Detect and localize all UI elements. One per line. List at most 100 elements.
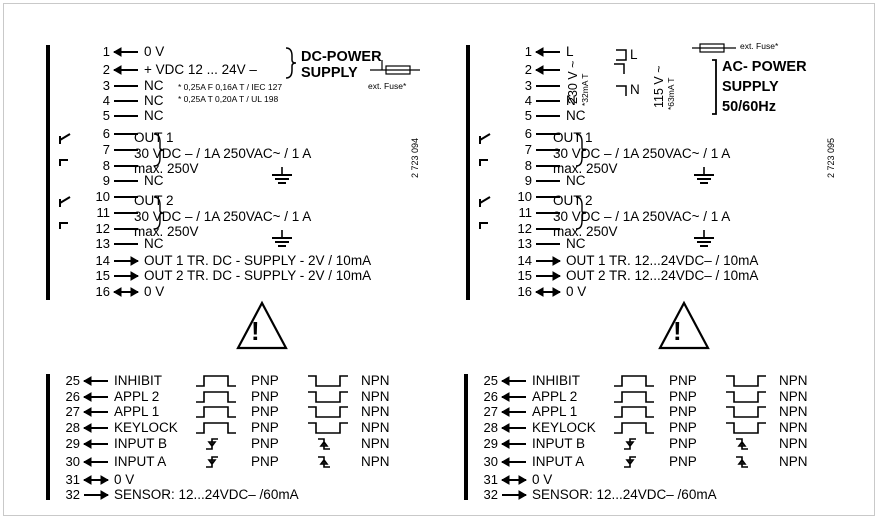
left-pin-number-2: 2 [102, 62, 110, 77]
right-pin-number-10: 10 [517, 189, 532, 204]
right-npn-label-27: NPN [779, 404, 808, 419]
right-115v-fuse: *63mA T [666, 77, 676, 110]
right-input-arrow-28-head-l [500, 423, 510, 433]
left-input-label-27: APPL 1 [114, 404, 160, 419]
left-input-pin-number-26: 26 [65, 389, 80, 404]
left-out-brace-1 [153, 133, 165, 167]
right-input-pin-number-27: 27 [483, 404, 498, 419]
right-pin-number-7: 7 [524, 142, 532, 157]
left-npn-signal-28 [308, 422, 348, 434]
left-npn-signal-29 [318, 438, 330, 450]
right-pin-number-11: 11 [518, 205, 533, 220]
left-input-pin-number-25: 25 [65, 373, 80, 388]
right-pnp-signal-27 [614, 406, 654, 418]
right-pnp-signal-25 [614, 375, 654, 387]
right-npn-label-25: NPN [779, 373, 808, 388]
right-pin-number-6: 6 [524, 126, 532, 141]
left-part-number: 2 723 094 [410, 137, 420, 178]
right-npn-label-30: NPN [779, 454, 808, 469]
right-input-label-27: APPL 1 [532, 404, 578, 419]
left-out-brace-2 [153, 196, 165, 230]
left-pin-number-1: 1 [102, 44, 110, 59]
right-input-arrow-32-head-r [518, 490, 528, 500]
right-pin-arrow-15-head-r [552, 271, 562, 281]
left-supply-title: DC-POWER [301, 49, 382, 65]
left-fuse-label: ext. Fuse* [368, 81, 407, 91]
left-pnp-label-25: PNP [251, 373, 279, 388]
left-pnp-label-29: PNP [251, 436, 279, 451]
left-npn-label-29: NPN [361, 436, 390, 451]
left-out1-label: OUT 1 [134, 130, 174, 145]
left-warning-mark: ! [251, 316, 260, 346]
left-out2-rating: 30 VDC – / 1A 250VAC~ / 1 A [134, 209, 312, 224]
right-input-arrow-29-head-l [500, 439, 510, 449]
right-input-label-29: INPUT B [532, 436, 586, 451]
right-pin-arrow-14-head-r [552, 256, 562, 266]
left-pin-number-9: 9 [102, 173, 110, 188]
left-pin-label-13: NC [144, 236, 164, 251]
right-230v-fuse: *32mA T [580, 73, 590, 106]
diagram-frame [3, 3, 875, 516]
right-npn-signal-28 [726, 422, 766, 434]
right-out2-label: OUT 2 [553, 193, 593, 208]
right-pnp-signal-30 [624, 456, 636, 468]
right-input-pin-number-29: 29 [483, 436, 498, 451]
right-pin-arrow-1-head-l [534, 47, 544, 57]
left-pin-label-5: NC [144, 108, 164, 123]
right-input-arrow-31-head-r [518, 475, 528, 485]
left-out1-max: max. 250V [134, 161, 199, 176]
left-npn-signal-25 [308, 375, 348, 387]
left-npn-signal-30 [318, 456, 330, 468]
left-pnp-signal-27 [196, 406, 236, 418]
right-out2-rating: 30 VDC – / 1A 250VAC~ / 1 A [553, 209, 731, 224]
left-pin-number-15: 15 [95, 268, 110, 283]
right-warning-mark: ! [673, 316, 682, 346]
left-input-arrow-26-head-l [82, 392, 92, 402]
right-input-pin-number-25: 25 [483, 373, 498, 388]
right-out2-max: max. 250V [553, 224, 618, 239]
right-relay-contact-2 [479, 196, 491, 207]
right-pin-label-14: OUT 1 TR. 12...24VDC– / 10mA [566, 253, 759, 268]
right-part-number: 2 723 095 [826, 137, 836, 178]
left-pin-arrow-14-head-r [130, 256, 140, 266]
left-pin-number-10: 10 [95, 189, 110, 204]
right-input-label-28: KEYLOCK [532, 420, 596, 435]
left-pnp-label-27: PNP [251, 404, 279, 419]
left-dc-brace [285, 47, 297, 79]
left-pin-label-2: + VDC 12 ... 24V – [144, 62, 257, 77]
left-pin-number-5: 5 [102, 108, 110, 123]
left-input-pin-number-32: 32 [65, 487, 80, 502]
left-relay-contact-2 [59, 196, 71, 207]
right-pin-arrow-16-head-l [534, 287, 544, 297]
right-pin-number-2: 2 [524, 62, 532, 77]
right-pin-label-13: NC [566, 236, 586, 251]
right-pin-number-8: 8 [524, 158, 532, 173]
left-pin-label-3: NC [144, 78, 164, 93]
right-pin-label-9: NC [566, 173, 586, 188]
left-npn-label-27: NPN [361, 404, 390, 419]
left-input-arrow-31-head-r [100, 475, 110, 485]
right-mid-bracket [614, 63, 625, 74]
left-warning-triangle [236, 300, 288, 350]
right-pnp-label-28: PNP [669, 420, 697, 435]
right-input-arrow-31-head-l [500, 475, 510, 485]
left-relay-nc-1 [59, 159, 68, 166]
left-out2-max: max. 250V [134, 224, 199, 239]
right-pin-label-15: OUT 2 TR. 12...24VDC– / 10mA [566, 268, 759, 283]
right-out1-rating: 30 VDC – / 1A 250VAC~ / 1 A [553, 146, 731, 161]
left-pnp-signal-25 [196, 375, 236, 387]
left-input-pin-number-29: 29 [65, 436, 80, 451]
right-input-arrow-30-head-l [500, 457, 510, 467]
right-npn-signal-30 [736, 456, 748, 468]
left-pin-number-8: 8 [102, 158, 110, 173]
right-pnp-label-30: PNP [669, 454, 697, 469]
right-pin-number-9: 9 [524, 173, 532, 188]
left-pnp-signal-28 [196, 422, 236, 434]
left-pin-number-6: 6 [102, 126, 110, 141]
right-out-brace-2 [575, 196, 587, 230]
right-pin-number-3: 3 [524, 78, 532, 93]
left-npn-label-30: NPN [361, 454, 390, 469]
left-pin-label-16: 0 V [144, 284, 165, 299]
right-input-label-31: 0 V [532, 472, 553, 487]
